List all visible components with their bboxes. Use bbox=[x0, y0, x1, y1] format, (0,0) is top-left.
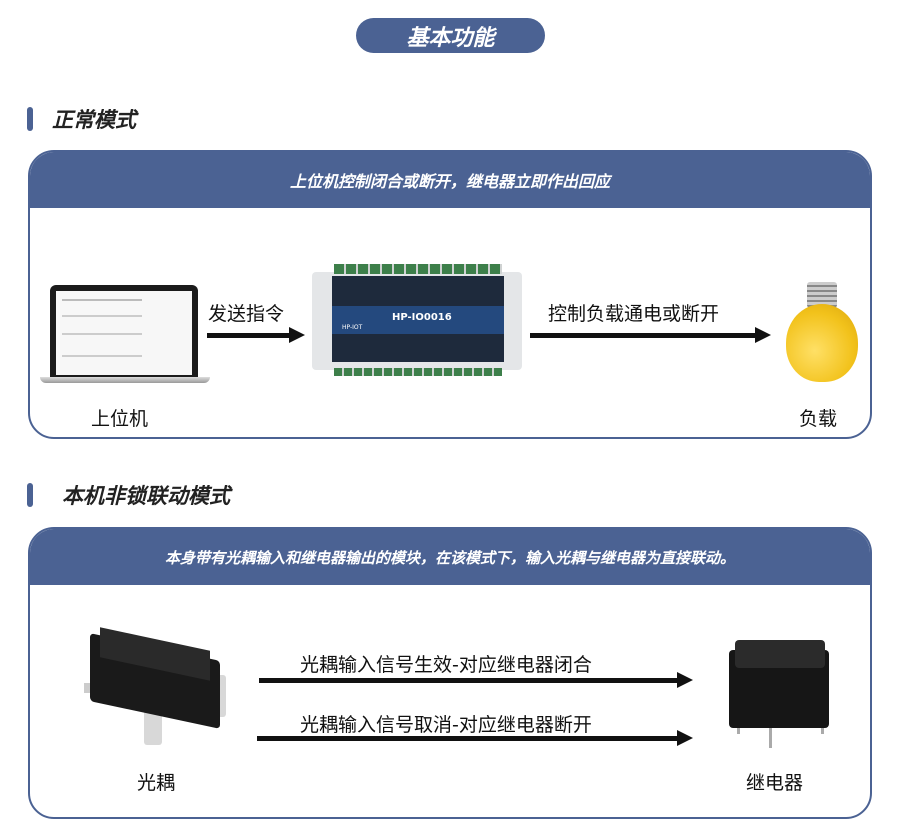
optocoupler-label: 光耦 bbox=[137, 772, 176, 794]
section-heading-normal: 正常模式 bbox=[52, 108, 136, 132]
linkage-mode-banner: 本身带有光耦输入和继电器输出的模块，在该模式下，输入光耦与继电器为直接联动。 bbox=[30, 529, 870, 585]
section-marker bbox=[27, 107, 33, 131]
control-load-label: 控制负载通电或断开 bbox=[548, 303, 720, 325]
arrow-release bbox=[257, 730, 693, 746]
relay-label: 继电器 bbox=[746, 772, 804, 794]
control-arrow bbox=[530, 327, 771, 343]
device-brand: HP-IOT bbox=[342, 324, 363, 331]
relay-image bbox=[725, 638, 835, 748]
page-title: 基本功能 bbox=[356, 18, 545, 53]
load-label: 负载 bbox=[799, 408, 838, 430]
section-heading-linkage: 本机非锁联动模式 bbox=[62, 484, 230, 508]
host-label: 上位机 bbox=[91, 408, 149, 430]
normal-mode-banner: 上位机控制闭合或断开，继电器立即作出回应 bbox=[30, 152, 870, 208]
device-model: HP-IO0016 bbox=[392, 312, 452, 323]
section-marker bbox=[27, 483, 33, 507]
send-arrow bbox=[207, 327, 305, 343]
arrow1-label: 光耦输入信号生效-对应继电器闭合 bbox=[300, 654, 592, 676]
send-command-label: 发送指令 bbox=[208, 303, 285, 325]
arrow-activate bbox=[259, 672, 693, 688]
optocoupler-image bbox=[80, 627, 240, 745]
light-bulb-image bbox=[783, 282, 863, 387]
laptop-image bbox=[40, 285, 210, 385]
io-module-image: HP-IO0016 HP-IOT bbox=[312, 264, 522, 376]
arrow2-label: 光耦输入信号取消-对应继电器断开 bbox=[300, 714, 592, 736]
